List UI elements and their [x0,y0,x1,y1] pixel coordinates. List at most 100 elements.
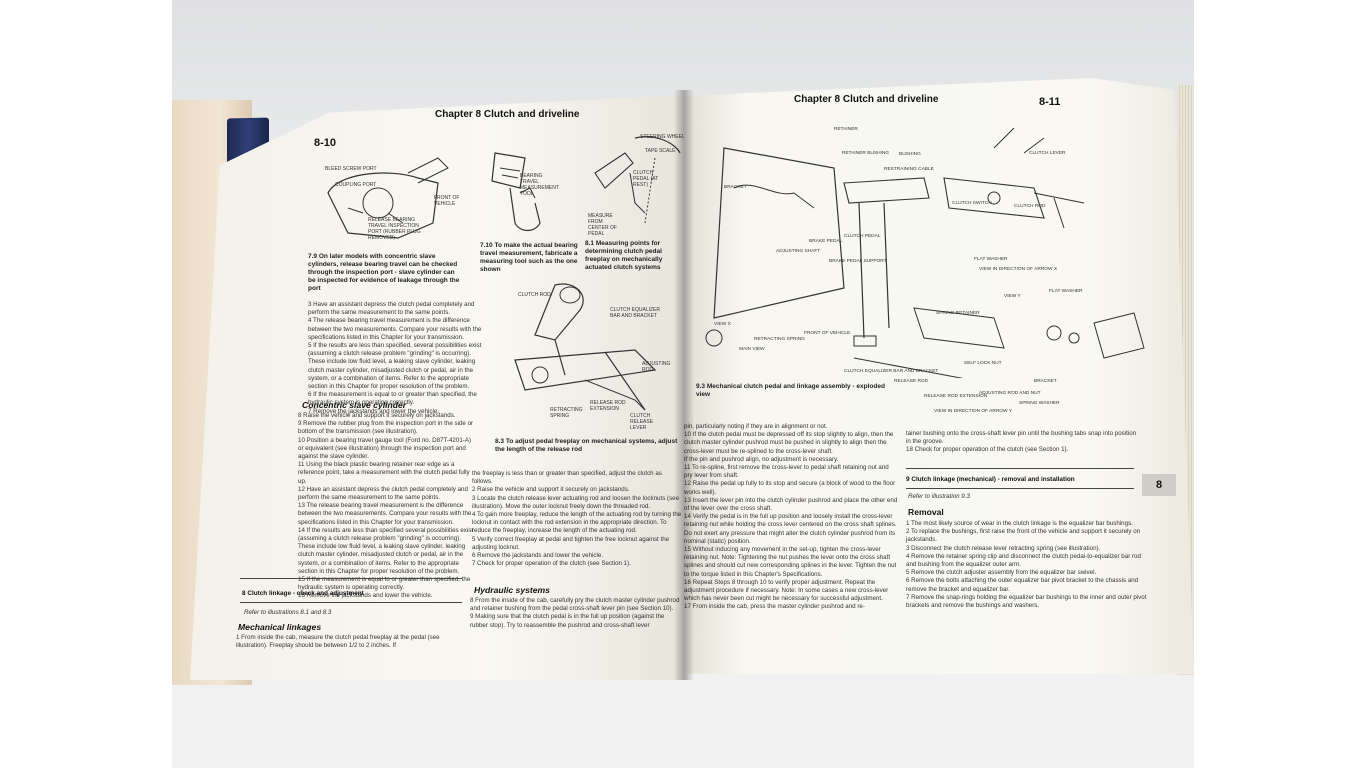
fig4-label: RELEASE ROD EXTENSION [590,400,626,412]
right-col2-text: tainer bushing onto the cross-shaft leve… [906,430,1141,455]
left-page: Chapter 8 Clutch and driveline 8-10 BLEE… [190,95,688,680]
chapter-tab: 8 [1142,474,1176,496]
fig-label: FLAT WASHER [974,257,1008,262]
section-rule [240,578,462,579]
paragraph: pin, particularly noting if they are in … [684,423,828,430]
paragraph: 9 Making sure that the clutch pedal is i… [470,613,665,629]
fig-label: CLUTCH LEVER [1029,151,1066,156]
section8-ref: Refer to illustrations 8.1 and 8.3 [244,609,332,616]
paragraph: 8 Raise the vehicle and support it secur… [298,412,456,419]
paragraph: 18 Check for proper operation of the clu… [906,446,1069,454]
paragraph: 12 Raise the pedal up fully to its stop … [684,480,896,496]
fig4-caption: 8.3 To adjust pedal freeplay on mechanic… [495,438,678,453]
fig2-caption: 7.10 To make the actual bearing travel m… [480,242,578,273]
paragraph: 5 Remove the clutch adjuster assembly fr… [906,569,1097,577]
fig-label: FLAT WASHER [1049,289,1083,294]
concentric-heading: Concentric slave cylinder [302,400,407,410]
paragraph: 6 Remove the jackstands and lower the ve… [472,552,604,560]
mech-heading: Mechanical linkages [238,622,322,632]
paragraph: 12 Have an assistant depress the clutch … [298,485,468,502]
section8-title: 8 Clutch linkage - check and adjustment [242,590,364,597]
section9-ref: Refer to illustration 9.3 [908,493,970,500]
fig-label: VIEW IN DIRECTION OF ARROW X [979,267,1058,272]
fig1-label: COUPLING PORT [335,182,377,188]
fig-label: RETAINER [834,127,858,132]
figure-slave-cylinder [308,153,458,253]
right-page-number: 8-11 [1039,96,1061,108]
paragraph: 16 Remove the jackstands and lower the v… [298,592,433,600]
section-rule [906,488,1134,489]
paragraph: 4 To gain more freeplay, reduce the leng… [472,511,682,535]
removal-heading: Removal [908,507,944,517]
paragraph: the freeplay is less than or greater tha… [472,470,662,486]
right-page-header: Chapter 8 Clutch and driveline [794,94,939,105]
section9-title: 9 Clutch linkage (mechanical) - removal … [906,476,1075,483]
paragraph: 1 The most likely source of wear in the … [906,520,1133,527]
fig-label: BRACKET [1034,379,1057,384]
paragraph: 3 Locate the clutch release lever actuat… [472,494,680,510]
paragraph: 10 If the clutch pedal must be depressed… [684,431,894,455]
paragraph: 7 Remove the jackstands and lower the ve… [308,407,440,415]
fig4-label: CLUTCH EQUALIZER BAR AND BRACKET [610,307,661,319]
paragraph: 16 Repeat Steps 8 through 10 to verify p… [684,578,889,603]
fig-label: SPRING RETAINER [936,311,980,316]
section-rule [240,602,462,603]
fig-label: VIEW X [714,322,731,327]
left-col1-text2: 8 Raise the vehicle and support it secur… [298,412,478,601]
left-page-number: 8-10 [314,137,337,149]
paragraph: 15 Without inducing any movement in the … [684,546,897,578]
paragraph: 14 If the results are less than specifie… [298,526,474,575]
fig-label: CLUTCH SWITCH [952,201,992,206]
paragraph: 8 From the inside of the cab, carefully … [470,597,680,613]
paragraph: 15 If the measurement is equal to or gre… [298,576,471,592]
fig2-label: BEARING TRAVEL MEASUREMENT TOOL [520,173,559,197]
paragraph: 5 If the results are less than specified… [308,342,482,391]
paragraph: 9 Remove the rubber plug from the inspec… [298,420,474,436]
mech-text: 1 From inside the cab, measure the clutc… [236,634,440,650]
left-page-header: Chapter 8 Clutch and driveline [435,109,580,120]
fig4-label: RETRACTING SPRING [550,407,583,419]
fig4-label: CLUTCH ROD [518,292,551,298]
section-rule [906,468,1134,469]
paragraph: 5 Verify correct freeplay at pedal and t… [472,535,670,551]
paragraph: 6 If the measurement is equal to or grea… [308,391,477,407]
fig-label: CLUTCH ROD [1014,204,1046,209]
fig-label: BUSHING [899,152,921,157]
fig-label: CLUTCH PEDAL [844,234,881,239]
fig-label: ADJUSTING ROD AND NUT [979,391,1041,396]
fig-label: ADJUSTING SHAFT [776,249,821,254]
fig3-caption: 8.1 Measuring points for determining clu… [585,240,663,271]
paragraph: 11 To re-spline, first remove the cross-… [684,464,889,480]
fig-label: RETRACTING SPRING [754,337,805,342]
fig-label: FRONT OF VEHICLE [804,331,851,336]
paragraph: 11 Using the black plastic bearing retai… [298,461,470,485]
fig3-label: TAPE SCALE [645,148,676,154]
fig-label: BRAKE PEDAL [809,239,843,244]
left-col1-text: 3 Have an assistant depress the clutch p… [308,301,488,416]
paragraph: 2 Raise the vehicle and support it secur… [472,486,630,494]
figure-pedal-freeplay [585,133,685,233]
hydraulic-heading: Hydraulic systems [474,585,550,595]
hydraulic-text: 8 From the inside of the cab, carefully … [470,597,682,630]
fig1-label: RELEASE BEARING TRAVEL INSPECTION PORT (… [368,217,421,241]
fig-label: RELEASE ROD EXTENSION [924,394,988,399]
fig1-caption: 7.9 On later models with concentric slav… [308,253,460,292]
removal-text: 1 The most likely source of wear in the … [906,520,1151,610]
paragraph: 6 Remove the bolts attaching the outer e… [906,577,1139,593]
figure-measuring-tool [480,143,570,238]
paragraph: 17 From inside the cab, press the master… [684,603,865,611]
paragraph: 7 Check for proper operation of the clut… [472,560,631,568]
fig-label: BRAKE PEDAL SUPPORT [829,259,887,264]
photo-background: Chapter 8 Clutch and driveline 8-10 BLEE… [172,0,1194,768]
fig-label: VIEW IN DIRECTION OF ARROW Y [934,409,1012,414]
fig-label: VIEW Y [1004,294,1021,299]
paragraph: 10 Position a bearing travel gauge tool … [298,436,472,461]
paragraph: 3 Disconnect the clutch release lever re… [906,544,1101,552]
fig4-label: CLUTCH RELEASE LEVER [630,413,654,431]
fig-label: RESTRAINING CABLE [884,167,934,172]
fig4-label: ADJUSTING ROD [642,361,671,373]
fig3-label: STEERING WHEEL [640,134,685,140]
paragraph: 3 Have an assistant depress the clutch p… [308,301,475,317]
paragraph: 4 Remove the retainer spring clip and di… [906,552,1141,569]
fig-label: SELF LOCK NUT [964,361,1002,366]
